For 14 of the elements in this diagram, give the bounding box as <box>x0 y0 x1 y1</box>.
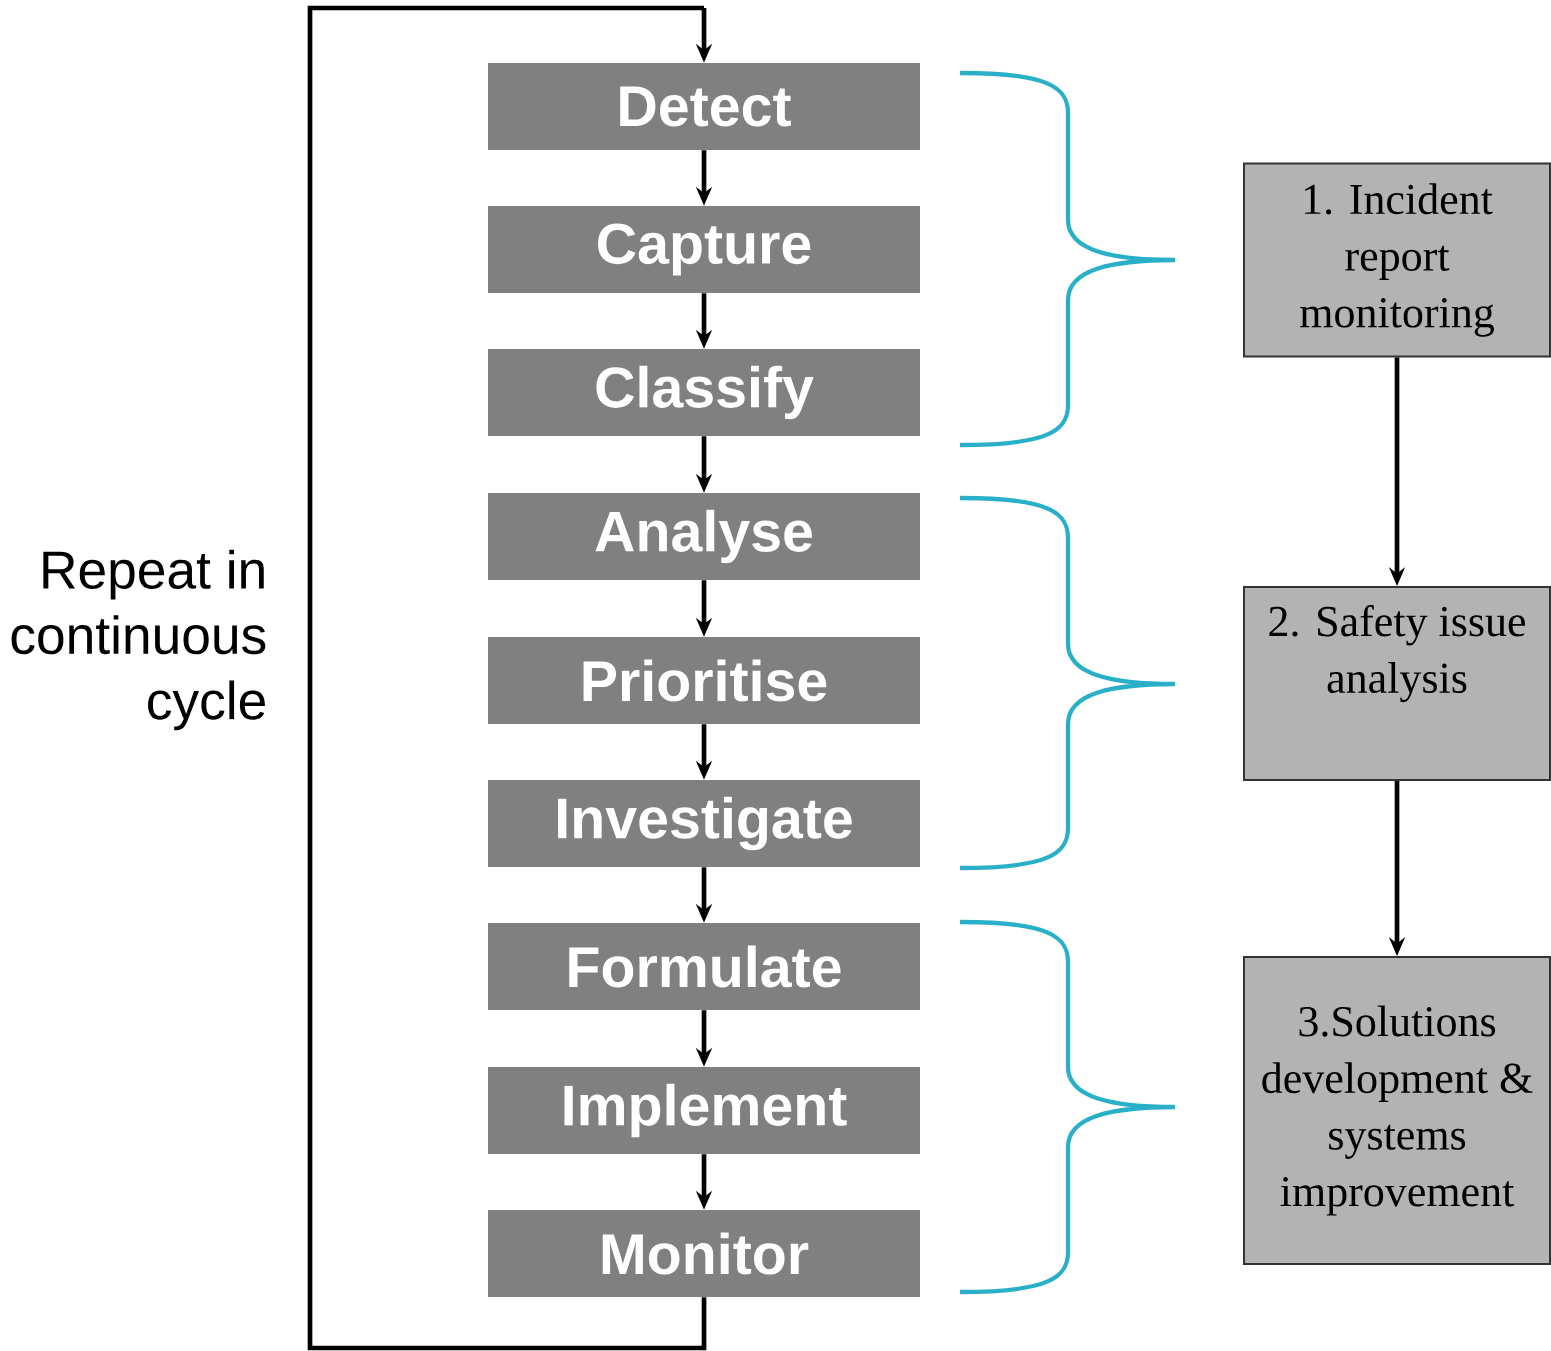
step-box: Capture <box>488 206 920 293</box>
step-box: Monitor <box>488 1210 920 1297</box>
step-box: Prioritise <box>488 637 920 724</box>
step-box: Implement <box>488 1067 920 1154</box>
step-box: Formulate <box>488 923 920 1010</box>
phase-box: 3.Solutions development & systems improvement <box>1243 956 1551 1265</box>
arrow <box>307 5 713 1351</box>
step-box: Detect <box>488 63 920 150</box>
step-box: Classify <box>488 349 920 436</box>
side-label: Repeat in continuous cycle <box>11 549 266 731</box>
step-box: Analyse <box>488 493 920 580</box>
phase-box: 2. Safety issue analysis <box>1243 586 1551 781</box>
phase-box: 1. Incident report monitoring <box>1243 162 1551 358</box>
step-box: Investigate <box>488 780 920 867</box>
